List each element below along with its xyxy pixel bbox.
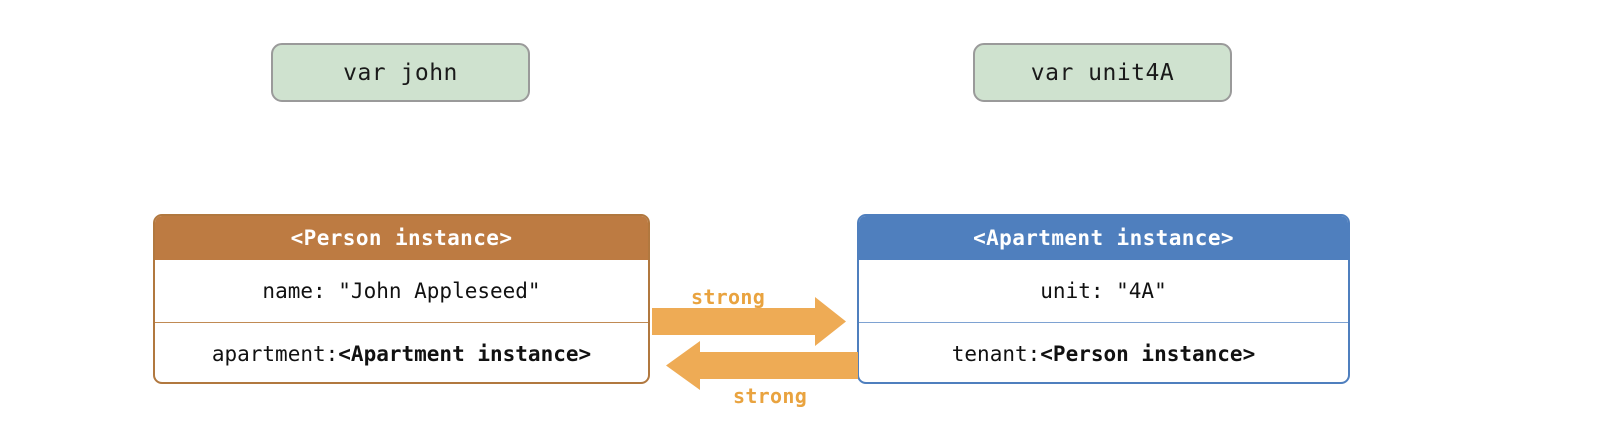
variable-label-unit4a: var unit4A (1030, 59, 1175, 86)
person-property-apartment: apartment: <Apartment instance> (155, 322, 648, 382)
edge-label-strong-top: strong (691, 285, 766, 309)
apartment-property-tenant-key: tenant: (951, 341, 1041, 366)
apartment-instance-box: <Apartment instance> unit: "4A" tenant: … (857, 214, 1350, 384)
variable-label-john: var john (343, 59, 458, 86)
apartment-property-unit: unit: "4A" (859, 260, 1348, 322)
apartment-property-tenant: tenant: <Person instance> (859, 322, 1348, 382)
apartment-property-unit-text: unit: "4A" (1040, 279, 1167, 303)
person-property-name: name: "John Appleseed" (155, 260, 648, 322)
person-property-name-text: name: "John Appleseed" (262, 279, 541, 303)
apartment-property-tenant-value: <Person instance> (1040, 341, 1256, 366)
person-instance-box: <Person instance> name: "John Appleseed"… (153, 214, 650, 384)
person-property-apartment-value: <Apartment instance> (338, 341, 592, 366)
person-property-apartment-key: apartment: (211, 341, 339, 366)
arrow-apartment-to-person (666, 341, 858, 390)
apartment-instance-header: <Apartment instance> (859, 216, 1348, 260)
variable-box-john: var john (271, 43, 530, 102)
edge-label-strong-bottom: strong (733, 384, 808, 408)
person-instance-header: <Person instance> (155, 216, 648, 260)
variable-box-unit4a: var unit4A (973, 43, 1232, 102)
